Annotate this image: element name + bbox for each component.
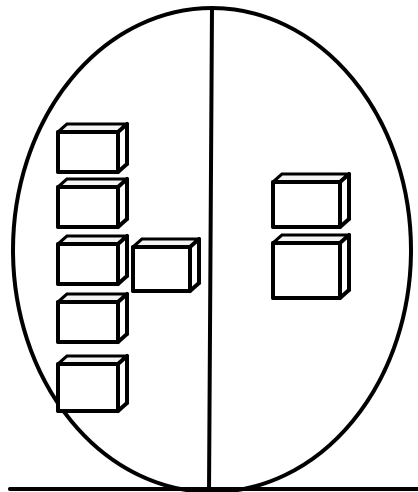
cube-left-5	[58, 356, 127, 411]
cube-left-4	[58, 294, 127, 342]
cube-right-2	[273, 235, 349, 298]
left-side-cube	[133, 239, 199, 291]
left-cube-column	[58, 124, 127, 411]
cube-left-3	[58, 236, 127, 284]
cube-left-2	[58, 179, 127, 227]
center-divider	[209, 8, 212, 492]
cube-right-1	[273, 174, 349, 227]
right-cube-column	[273, 174, 349, 298]
cube-left-1	[58, 124, 127, 172]
